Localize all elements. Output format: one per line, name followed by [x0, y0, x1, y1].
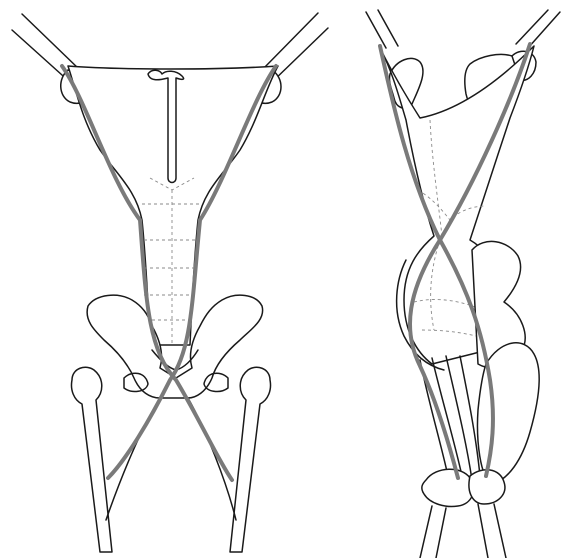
rotated-view-panel — [366, 10, 560, 558]
left-shin-r2 — [436, 508, 446, 558]
right-shin-r2 — [494, 504, 506, 558]
left-arm-r — [366, 10, 398, 48]
left-knee-r — [422, 469, 474, 506]
left-shin-r — [420, 506, 432, 558]
left-femur — [71, 367, 112, 552]
right-femur — [230, 367, 271, 552]
right-shin-r — [478, 504, 488, 558]
right-arm-r — [516, 10, 560, 48]
front-view-panel — [12, 13, 328, 552]
left-thigh-r2 — [432, 358, 462, 476]
